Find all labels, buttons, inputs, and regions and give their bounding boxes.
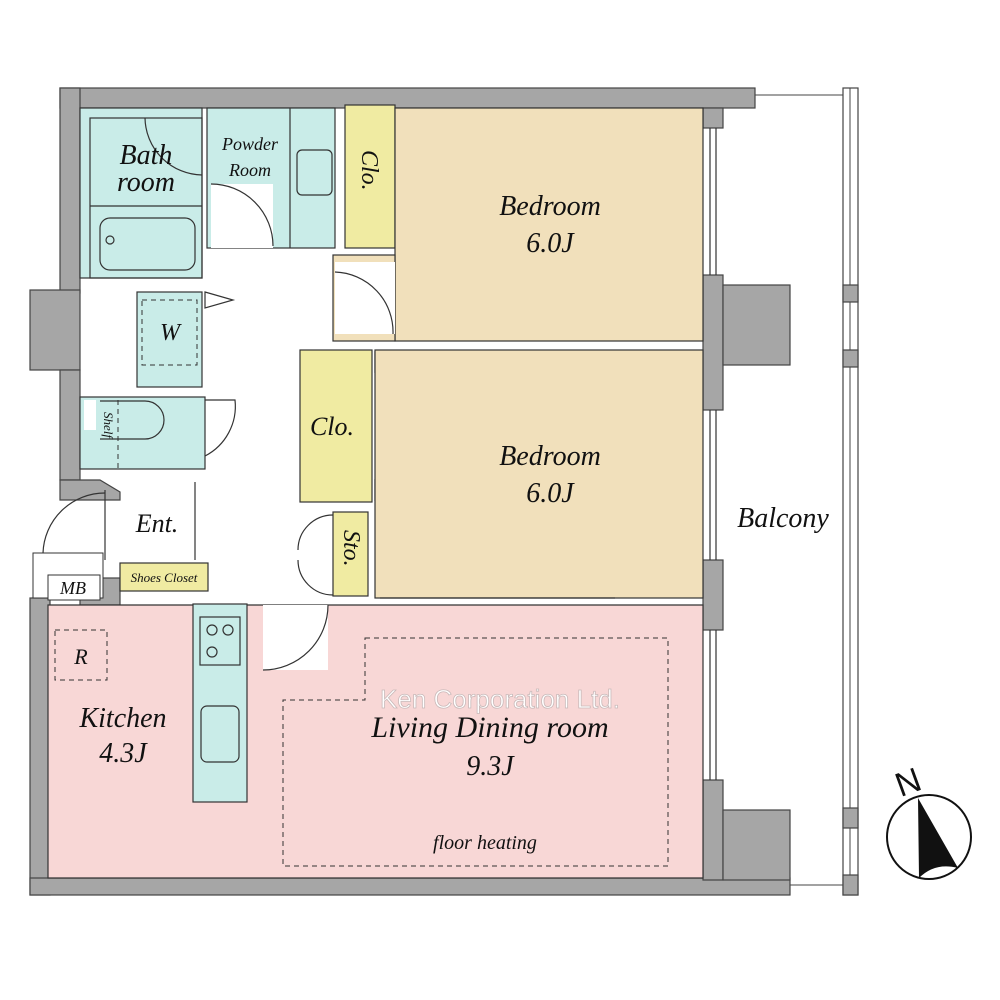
storage-label: Sto. bbox=[338, 530, 364, 567]
living-name: Living Dining room bbox=[370, 711, 608, 744]
bedroom-1: Bedroom 6.0J bbox=[332, 107, 704, 342]
room-label-powder: Powder bbox=[221, 134, 279, 154]
kitchen-sink-icon bbox=[200, 705, 240, 763]
bedroom-1-name: Bedroom bbox=[499, 191, 601, 222]
walls bbox=[29, 87, 791, 896]
entrance-label: Ent. bbox=[135, 509, 179, 538]
shelf-label: Shelf bbox=[101, 412, 116, 440]
meter-box-label: MB bbox=[59, 578, 86, 598]
entrance: Ent. Shoes Closet MB bbox=[32, 482, 209, 601]
toilet-icon bbox=[100, 400, 165, 440]
closet-top bbox=[344, 104, 396, 249]
living-size: 9.3J bbox=[466, 751, 515, 782]
compass-label: N bbox=[890, 761, 926, 805]
closet-top-label: Clo. bbox=[356, 150, 382, 191]
bedroom-2-size: 6.0J bbox=[526, 478, 575, 509]
shoes-closet-label: Shoes Closet bbox=[131, 570, 198, 585]
bedroom-1-size: 6.0J bbox=[526, 228, 575, 259]
living-dining-kitchen: R Kitchen 4.3J Ken Corporation Ltd. Livi… bbox=[47, 603, 704, 879]
sink-icon bbox=[296, 149, 333, 196]
floor-heating-area bbox=[282, 637, 669, 867]
storage bbox=[332, 511, 369, 597]
room-label-powder-2: Room bbox=[228, 160, 271, 180]
bathtub-icon bbox=[99, 217, 196, 271]
watermark: Ken Corporation Ltd. bbox=[380, 684, 620, 714]
kitchen-name: Kitchen bbox=[78, 703, 166, 734]
windows bbox=[709, 128, 717, 780]
balcony-label: Balcony bbox=[737, 503, 829, 534]
closet-mid bbox=[299, 349, 373, 503]
balcony-railing bbox=[755, 87, 859, 896]
closet-mid-label: Clo. bbox=[310, 412, 354, 441]
stove-icon bbox=[199, 616, 241, 666]
toilet-room: Shelf bbox=[79, 396, 236, 470]
powder-room: Powder Room bbox=[206, 107, 336, 249]
front-door bbox=[42, 492, 106, 554]
door-swing bbox=[144, 117, 203, 176]
washer-label: W bbox=[160, 320, 182, 346]
washer-space: W bbox=[136, 291, 236, 388]
north-arrow-icon: N bbox=[886, 761, 972, 880]
room-label-bath: Bath bbox=[120, 140, 173, 171]
bedroom-2: Bedroom 6.0J bbox=[374, 349, 704, 599]
kitchen-counter bbox=[192, 603, 248, 803]
floor-heating-label: floor heating bbox=[433, 832, 537, 854]
room-label-bath-2: room bbox=[117, 167, 175, 198]
refrigerator-label: R bbox=[73, 644, 88, 669]
bathroom: Bath room bbox=[79, 107, 203, 279]
bedroom-2-name: Bedroom bbox=[499, 441, 601, 472]
kitchen-size: 4.3J bbox=[99, 738, 148, 769]
